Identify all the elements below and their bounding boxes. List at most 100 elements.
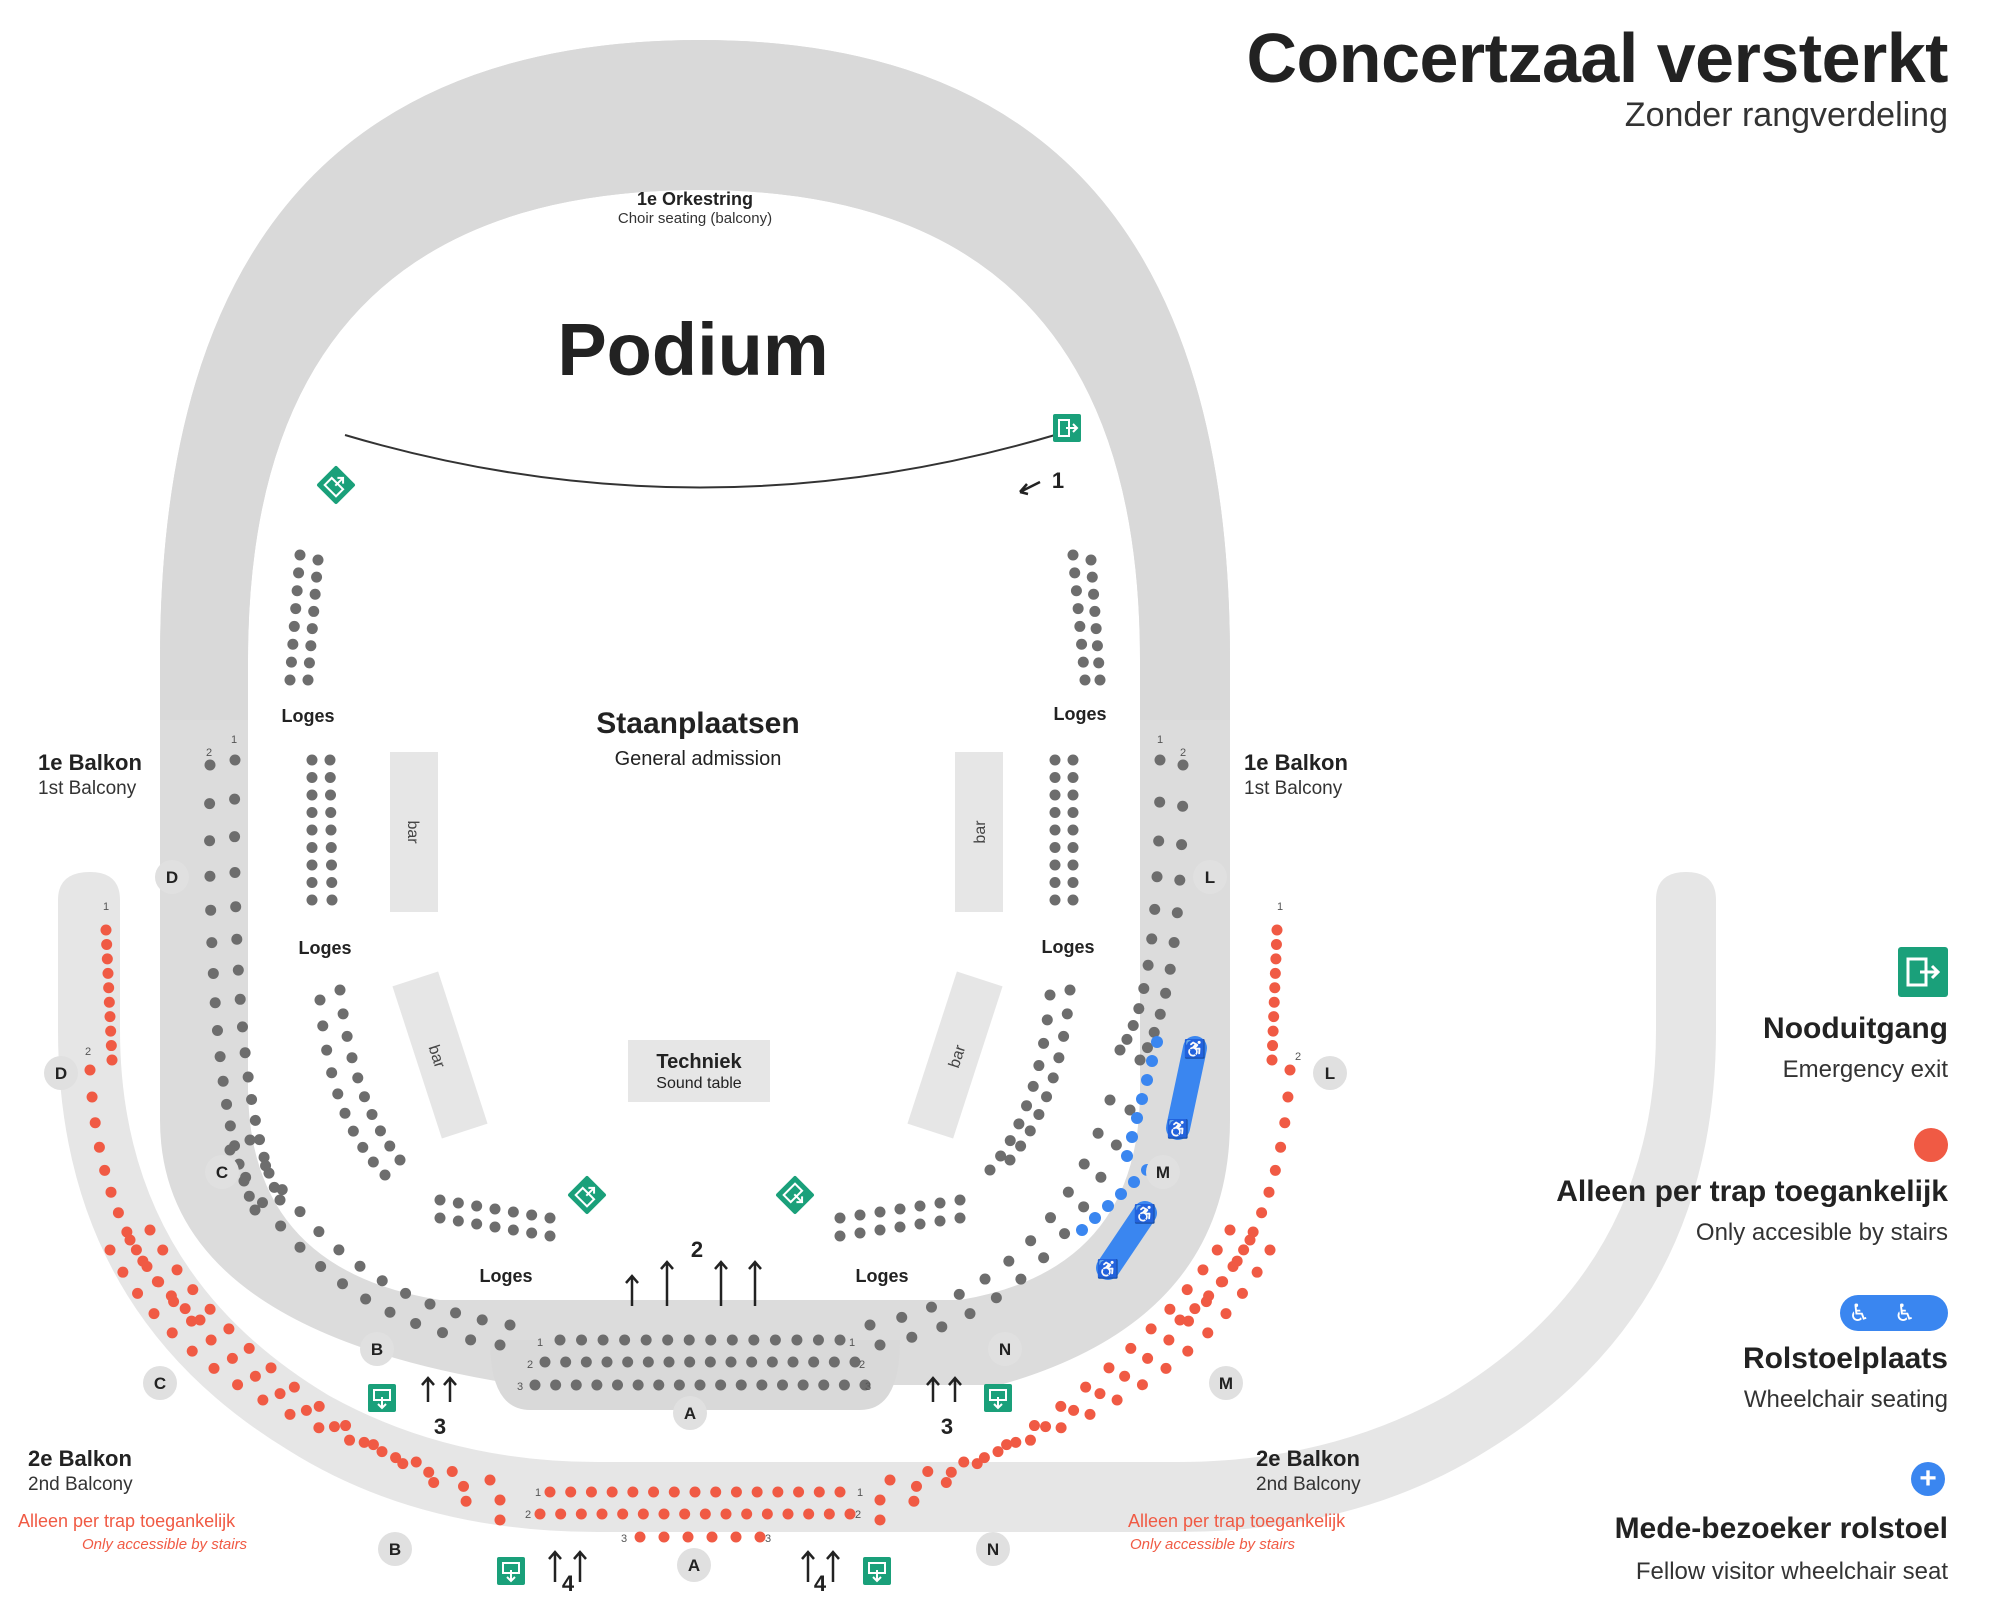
seat (325, 789, 336, 801)
stairs-only-seat (344, 1434, 356, 1446)
stairs-only-seat (1136, 1379, 1148, 1391)
seat (209, 997, 221, 1009)
seat (1049, 842, 1061, 853)
podium-label: Podium (557, 308, 828, 391)
page-title: Concertzaal versterkt (1246, 19, 1949, 97)
loges-label: Loges (1053, 704, 1106, 724)
stairs-only-seat (874, 1494, 886, 1506)
seat (953, 1288, 965, 1300)
stairs-only-seat (1028, 1420, 1040, 1432)
wheelchair-icon: ♿ (1184, 1038, 1206, 1059)
stairs-only-seat (1236, 1287, 1248, 1299)
bar-label: bar (946, 1042, 970, 1070)
seat (260, 1160, 272, 1172)
seat (224, 1144, 236, 1156)
seat (1154, 754, 1166, 766)
seat (570, 1379, 582, 1391)
stairs-only-seat (1202, 1327, 1214, 1339)
arrows-group (421, 480, 1041, 1582)
seat (1146, 933, 1158, 945)
loges-label: Loges (298, 938, 351, 958)
stairs-only-seat (813, 1486, 825, 1498)
seat (1154, 796, 1166, 808)
seat (434, 1212, 446, 1224)
balcony-2-note-right: Alleen per trap toegankelijk (1128, 1511, 1346, 1531)
exit-door-icon (368, 1384, 396, 1412)
stairs-only-seat (782, 1508, 794, 1520)
seat (246, 1094, 258, 1106)
stairs-only-seat (1269, 967, 1281, 979)
seat (1062, 1186, 1074, 1198)
stairs-only-seat (908, 1495, 920, 1507)
stairs-only-seat (367, 1439, 379, 1451)
stairs-only-seat (1055, 1400, 1067, 1412)
seat (642, 1356, 654, 1368)
stairs-only-seat (86, 1091, 98, 1103)
seat (240, 1171, 252, 1183)
seat (306, 894, 318, 906)
seat (494, 1339, 506, 1351)
standing-label: Staanplaatsen (596, 707, 799, 740)
seat (384, 1306, 396, 1318)
stairs-only-seat (102, 967, 114, 979)
stairs-only-seat (93, 1141, 105, 1153)
section-letter: D (55, 1064, 67, 1083)
section-letter: N (987, 1540, 999, 1559)
stairs-only-seat (340, 1420, 352, 1432)
seat (1088, 588, 1100, 600)
legend-stairs-sub: Only accesible by stairs (1695, 1219, 1948, 1246)
section-letter: B (389, 1540, 401, 1559)
stairs-only-seat (232, 1379, 244, 1391)
seat (313, 1226, 325, 1238)
seat (352, 1072, 364, 1084)
seat (748, 1334, 760, 1346)
seat (632, 1379, 644, 1391)
row-number: 3 (765, 1533, 771, 1545)
seat (324, 754, 336, 766)
seat (1076, 638, 1088, 650)
stairs-only-seat (679, 1508, 691, 1520)
seat (619, 1334, 631, 1346)
exit-door-icon (984, 1384, 1012, 1412)
section-letter-badge (1313, 1056, 1347, 1090)
orchestra-ring-label: 1e Orkestring (637, 189, 753, 209)
stairs-only-seat (284, 1408, 296, 1420)
seat (243, 1190, 255, 1202)
stairs-only-seat (179, 1303, 191, 1315)
seat (471, 1218, 483, 1230)
seat (663, 1356, 675, 1368)
stairs-only-seat (144, 1224, 156, 1236)
entrance-number-3-right: 3 (941, 1414, 953, 1439)
seat (554, 1334, 566, 1346)
seat (337, 1008, 349, 1020)
seat (217, 1075, 229, 1087)
seat (769, 1334, 781, 1346)
stairs-only-seat (484, 1474, 496, 1486)
seat (1093, 657, 1105, 669)
seat (1059, 1228, 1071, 1240)
stairs-only-seat (89, 1117, 101, 1129)
seat (934, 1215, 946, 1227)
seat (288, 620, 300, 632)
loges-label: Loges (281, 706, 334, 726)
stairs-only-seat (1145, 1323, 1157, 1335)
stairs-only-seat (710, 1486, 722, 1498)
seat (1033, 1060, 1045, 1072)
seat (1086, 571, 1098, 583)
stairs-only-seat (606, 1486, 618, 1498)
arrow-up-icon (443, 1376, 457, 1402)
stairs-only-seat (460, 1495, 472, 1507)
balcony-2-label-right: 2e Balkon (1256, 1446, 1360, 1471)
arrow-up-icon (573, 1550, 587, 1582)
seat (1141, 1042, 1153, 1054)
seat (211, 1024, 223, 1036)
bar-label: bar (404, 820, 421, 844)
stairs-only-seat (132, 1287, 144, 1299)
stairs-only-seat (1001, 1439, 1013, 1451)
seat (205, 904, 217, 916)
orchestra-ring-sublabel: Choir seating (balcony) (618, 210, 772, 227)
seat (725, 1356, 737, 1368)
legend-companion-sub: Fellow visitor wheelchair seat (1635, 1558, 1948, 1585)
balcony-1-label-left: 1e Balkon (38, 750, 142, 775)
stairs-only-seat (171, 1264, 183, 1276)
